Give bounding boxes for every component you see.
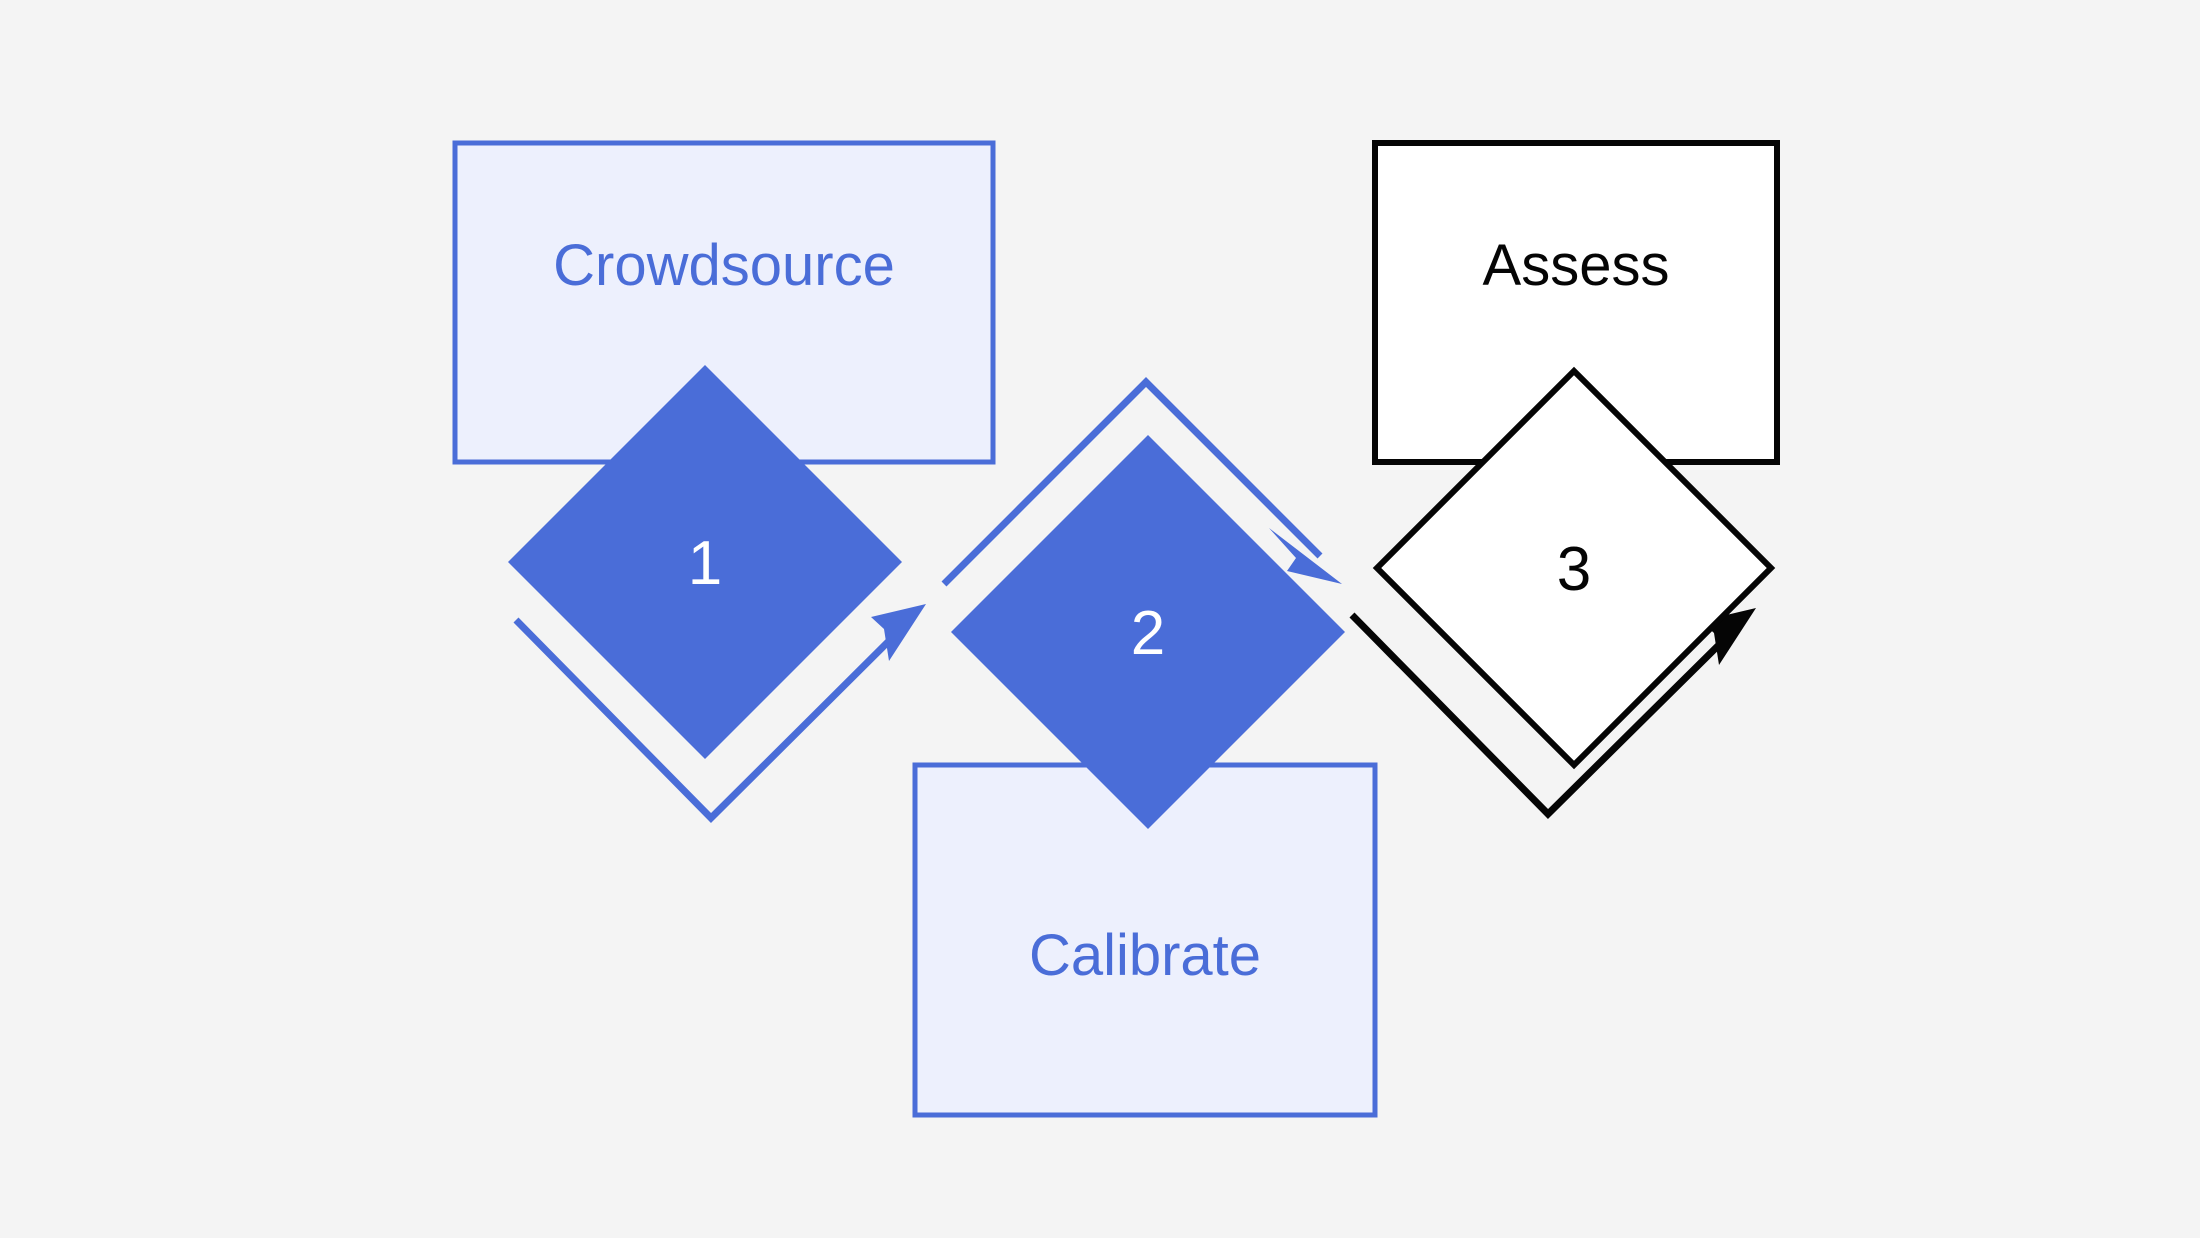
connector-3-path	[1349, 612, 1741, 819]
node-step-2[interactable]: 2	[951, 435, 1345, 829]
node-crowdsource[interactable]: Crowdsource	[452, 140, 996, 465]
connector-1-arrowhead-icon	[871, 604, 926, 661]
step-3-number-label: 3	[1557, 535, 1591, 604]
connector-1-path	[513, 617, 911, 823]
step-2-diamond-shape	[951, 435, 1345, 829]
connector-step2-to-step3	[941, 377, 1342, 587]
node-step-1[interactable]: 1	[508, 365, 902, 759]
connector-step1-to-step2	[513, 604, 926, 823]
node-step-3[interactable]: 3	[1372, 366, 1776, 770]
calibrate-box-label: Calibrate	[1029, 923, 1261, 988]
crowdsource-box-label: Crowdsource	[553, 233, 895, 298]
step-1-number-label: 1	[688, 529, 722, 598]
step-1-diamond-shape	[508, 365, 902, 759]
step-2-number-label: 2	[1131, 599, 1165, 668]
connector-2-path	[941, 377, 1323, 587]
connector-2-arrowhead-icon	[1269, 528, 1342, 584]
assess-box-label: Assess	[1483, 233, 1670, 298]
step-3-diamond-shape	[1372, 366, 1776, 770]
